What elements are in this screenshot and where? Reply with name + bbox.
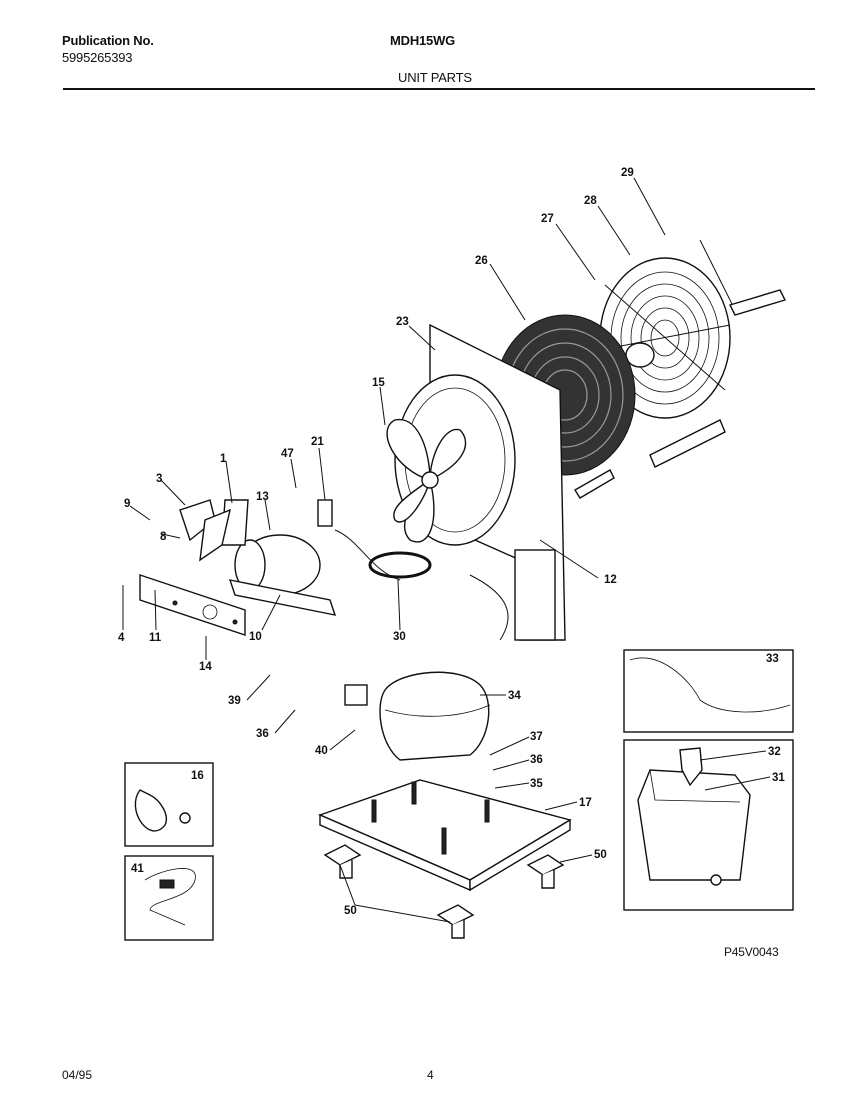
callout-36-bracket: 36 <box>256 728 269 740</box>
model-number: MDH15WG <box>390 33 456 48</box>
callout-30: 30 <box>393 631 406 643</box>
clamp-part <box>134 789 167 832</box>
callout-16: 16 <box>191 770 204 782</box>
page-number: 4 <box>427 1068 434 1082</box>
callout-10: 10 <box>249 631 262 643</box>
callout-37: 37 <box>530 731 543 743</box>
callout-50-right: 50 <box>594 849 607 861</box>
callout-17: 17 <box>579 797 592 809</box>
section-title: UNIT PARTS <box>398 70 472 85</box>
callout-41: 41 <box>131 863 144 875</box>
callout-14: 14 <box>199 661 212 673</box>
diagram-code: P45V0043 <box>724 945 779 959</box>
callout-11: 11 <box>149 632 162 644</box>
callout-40: 40 <box>315 745 328 757</box>
bracket-part <box>139 574 246 636</box>
callout-32: 32 <box>768 746 781 758</box>
drain-pan-part <box>637 747 751 886</box>
base-pan-part <box>318 779 572 892</box>
callout-15: 15 <box>372 377 385 389</box>
callout-29: 29 <box>621 167 634 179</box>
wire-harness-part <box>368 551 432 579</box>
callout-9: 9 <box>124 498 130 510</box>
callout-36-washer: 36 <box>530 754 543 766</box>
callout-8: 8 <box>160 531 167 543</box>
inset-box-33 <box>623 649 794 733</box>
callout-23: 23 <box>396 316 409 328</box>
compressor-part <box>344 671 491 761</box>
publication-number: 5995265393 <box>62 50 133 65</box>
inset-box-16 <box>124 762 214 847</box>
callout-39: 39 <box>228 695 241 707</box>
callout-26: 26 <box>475 255 488 267</box>
callout-35: 35 <box>530 778 543 790</box>
callout-labels: 1 3 4 8 9 10 11 12 13 14 15 16 17 21 23 … <box>118 167 785 917</box>
callout-3: 3 <box>156 473 162 485</box>
callout-27: 27 <box>541 213 554 225</box>
fan-motor-part <box>228 534 337 616</box>
wiring-harness-part <box>629 657 791 713</box>
callout-13: 13 <box>256 491 269 503</box>
callout-1: 1 <box>220 453 227 465</box>
feet-part <box>323 844 565 939</box>
inset-box-31 <box>623 739 794 911</box>
callout-33: 33 <box>766 653 779 665</box>
callout-21: 21 <box>311 436 324 448</box>
control-switch-part <box>179 499 249 562</box>
leader-lines <box>122 177 771 923</box>
callout-31: 31 <box>772 772 785 784</box>
callout-12: 12 <box>604 574 617 586</box>
callout-34: 34 <box>508 690 521 702</box>
callout-47: 47 <box>281 448 294 460</box>
power-cord-part <box>144 868 196 926</box>
inset-box-41 <box>124 855 214 941</box>
fan-blade-part <box>386 419 467 543</box>
footer-date: 04/95 <box>62 1068 93 1082</box>
publication-label: Publication No. <box>62 33 154 48</box>
capacitor-part <box>317 499 333 527</box>
callout-28: 28 <box>584 195 597 207</box>
callout-4: 4 <box>118 632 125 644</box>
header-rule <box>63 88 815 90</box>
callout-50-left: 50 <box>344 905 357 917</box>
condenser-grille-part <box>599 239 786 468</box>
